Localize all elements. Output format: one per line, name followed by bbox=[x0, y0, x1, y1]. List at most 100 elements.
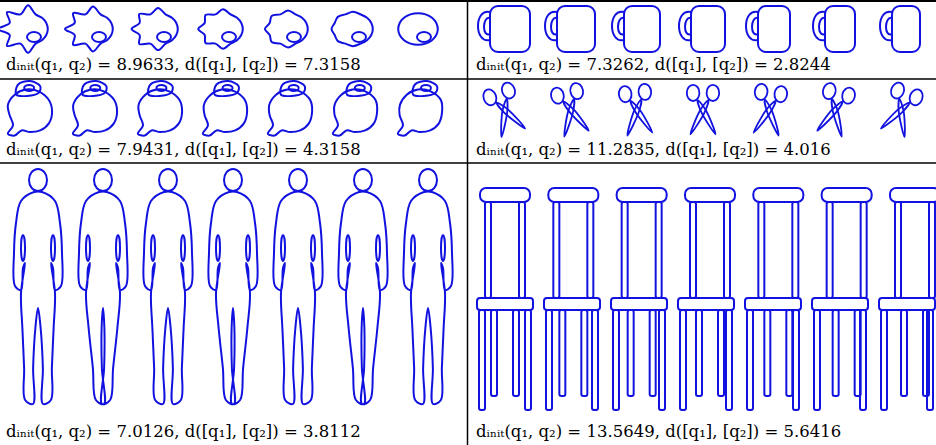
human-silhouette bbox=[13, 191, 62, 404]
chair-leg bbox=[726, 310, 732, 410]
scissors-blade bbox=[556, 99, 582, 136]
teapot-handle bbox=[16, 81, 41, 96]
distance-caption: dᵢₙᵢₜ(q₁, q₂) = 8.9633, d([q₁], [q₂]) = … bbox=[6, 55, 361, 75]
human-head bbox=[354, 169, 372, 191]
human-arm-gap bbox=[441, 235, 445, 261]
chair-rail bbox=[753, 188, 803, 202]
scissors-loop bbox=[638, 83, 652, 101]
scissors-loop bbox=[821, 82, 837, 101]
chair-seat bbox=[745, 298, 801, 310]
scissors bbox=[814, 82, 857, 138]
chair-rail bbox=[822, 188, 872, 202]
scissors-blade bbox=[690, 100, 708, 134]
chair-leg bbox=[546, 310, 552, 410]
chair-post bbox=[895, 202, 901, 298]
chair-leg bbox=[513, 310, 519, 396]
human-silhouette bbox=[403, 191, 452, 404]
chair-leg bbox=[881, 310, 887, 410]
mug-handle bbox=[752, 18, 758, 35]
chair-post bbox=[792, 202, 798, 298]
scissors-blade bbox=[490, 99, 519, 137]
distance-caption: dᵢₙᵢₜ(q₁, q₂) = 13.5649, d([q₁], [q₂]) =… bbox=[476, 422, 841, 442]
human-arm-gap bbox=[281, 235, 285, 261]
blob-shape bbox=[65, 7, 113, 52]
blob-shape bbox=[265, 11, 308, 48]
chair-leg bbox=[592, 310, 598, 410]
chair-seat bbox=[678, 298, 734, 310]
teapot-handle bbox=[148, 81, 173, 96]
human-arm-gap bbox=[216, 235, 220, 261]
human-arm-gap bbox=[181, 235, 185, 261]
scissors-loop bbox=[569, 82, 585, 101]
blob-hole bbox=[92, 32, 106, 42]
scissors-loop bbox=[687, 85, 700, 101]
scissors-loop bbox=[889, 81, 906, 101]
human-head bbox=[289, 169, 307, 191]
chair-leg bbox=[525, 310, 531, 410]
teapot-hole bbox=[90, 85, 100, 91]
chair-leg bbox=[793, 310, 799, 410]
chair-seat bbox=[544, 298, 600, 310]
chair-rail bbox=[890, 188, 936, 202]
panel-divider bbox=[0, 162, 936, 164]
chair-leg bbox=[613, 310, 619, 410]
chair-rail bbox=[480, 188, 530, 202]
teapot-hole bbox=[289, 85, 299, 91]
blob-shape bbox=[198, 9, 243, 49]
chair-seat bbox=[611, 298, 667, 310]
teapot-hole bbox=[223, 85, 233, 91]
mug-handle bbox=[813, 12, 825, 41]
scissors-blade bbox=[754, 99, 776, 135]
chair-rail bbox=[685, 188, 735, 202]
mug-body bbox=[490, 6, 530, 52]
mug-handle bbox=[685, 18, 691, 35]
chair-leg bbox=[786, 310, 792, 396]
mug-handle bbox=[484, 18, 490, 35]
chair-post bbox=[485, 202, 491, 298]
panel-divider bbox=[467, 0, 469, 445]
scissors-blade bbox=[887, 99, 916, 137]
blob-hole bbox=[222, 32, 236, 42]
chair-post bbox=[929, 202, 935, 298]
scissors-loop bbox=[754, 83, 768, 101]
scissors bbox=[877, 81, 924, 139]
human-silhouette bbox=[338, 191, 387, 404]
mug-handle bbox=[880, 12, 892, 41]
chair-leg bbox=[833, 310, 839, 396]
chair-post bbox=[553, 202, 559, 298]
human-head bbox=[419, 169, 437, 191]
human-head bbox=[159, 169, 177, 191]
chair-leg bbox=[814, 310, 820, 410]
blob-shape bbox=[132, 8, 178, 50]
chair-seat bbox=[812, 298, 868, 310]
teapot-hole bbox=[24, 85, 34, 91]
human-arm-gap bbox=[246, 235, 250, 261]
human-arm-gap bbox=[116, 235, 120, 261]
chair-post bbox=[519, 202, 525, 298]
mug-handle bbox=[746, 12, 758, 41]
chair-leg bbox=[901, 310, 907, 396]
human-silhouette bbox=[78, 191, 127, 404]
scissors-loop bbox=[481, 88, 498, 108]
chair-leg bbox=[559, 310, 565, 396]
mug-handle bbox=[545, 12, 557, 41]
chair-post bbox=[690, 202, 696, 298]
scissors bbox=[549, 82, 592, 138]
chair-leg bbox=[628, 310, 634, 396]
blob-hole bbox=[27, 32, 41, 42]
teapot-handle bbox=[280, 81, 305, 96]
blob-hole bbox=[352, 32, 366, 42]
human-head bbox=[94, 169, 112, 191]
chair-post bbox=[758, 202, 764, 298]
chair-leg bbox=[718, 310, 724, 396]
chair-leg bbox=[650, 310, 656, 396]
chair-leg bbox=[747, 310, 753, 410]
chair-leg bbox=[581, 310, 587, 396]
chair-leg bbox=[479, 310, 485, 410]
mug-body bbox=[624, 6, 660, 52]
human-arm-gap bbox=[311, 235, 315, 261]
scissors-loop bbox=[907, 88, 924, 108]
human-arm-gap bbox=[151, 235, 155, 261]
human-arm-gap bbox=[346, 235, 350, 261]
scissors-blade bbox=[881, 96, 910, 134]
